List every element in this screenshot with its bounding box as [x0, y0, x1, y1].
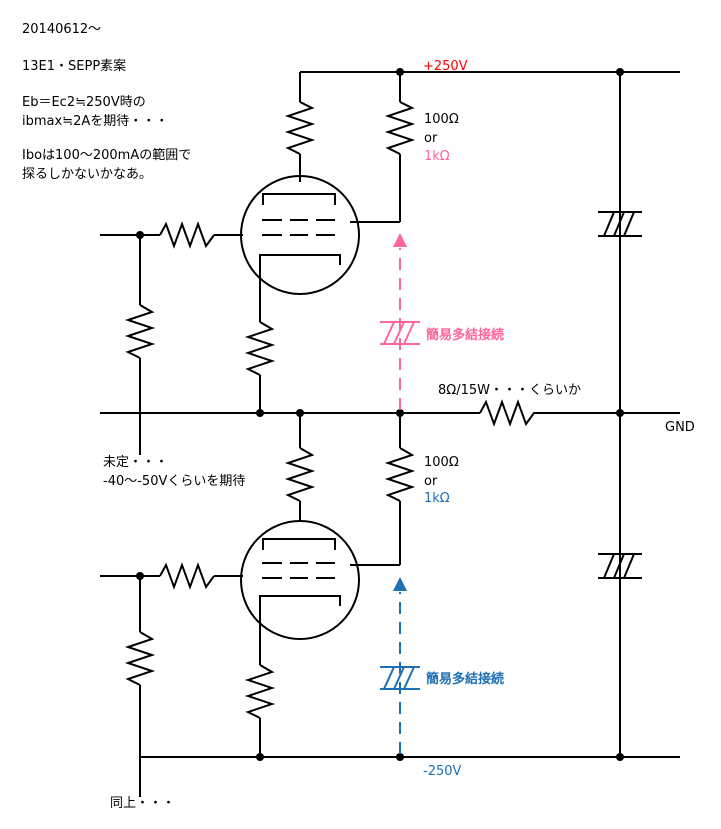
- upper-res-alt: 1kΩ: [424, 149, 450, 164]
- lower-screen-resistor: [384, 447, 416, 502]
- lower-connection-label: 簡易多結接続: [425, 671, 504, 687]
- upper-cathode-resistor: [244, 321, 276, 376]
- lower-res-value: 100Ω: [424, 455, 459, 470]
- upper-tube-cathode: [259, 254, 341, 270]
- bias-same-note: 同上・・・: [110, 796, 175, 811]
- load-label: 8Ω/15W・・・くらいか: [438, 383, 581, 398]
- lower-tube-plate: [262, 538, 336, 550]
- lower-res-or: or: [424, 474, 438, 489]
- note-date: 20140612～: [22, 22, 101, 37]
- gnd-label: GND: [665, 420, 695, 435]
- load-resistor: [479, 399, 540, 427]
- bias-note-2: -40～-50Vくらいを期待: [103, 474, 245, 489]
- note-line-2: ibmax≒2Aを期待・・・: [22, 114, 168, 129]
- upper-screen-resistor: [384, 101, 416, 155]
- upper-connection-arrow: [380, 248, 420, 410]
- upper-connection-symbol: [380, 321, 420, 345]
- upper-res-or: or: [424, 131, 438, 146]
- upper-supply-symbol: [598, 211, 642, 237]
- lower-tube-envelope: [240, 520, 360, 640]
- note-line-3: Iboは100～200mAの範囲で: [22, 148, 191, 163]
- upper-tube-plate: [262, 193, 336, 205]
- lower-arrow-head: [393, 577, 407, 591]
- lower-connection-arrow: [380, 592, 420, 754]
- upper-grid-resistor: [159, 221, 215, 249]
- upper-bias-resistor: [124, 304, 156, 359]
- lower-grid-resistor: [159, 562, 215, 590]
- bias-note-1: 未定・・・: [103, 455, 168, 470]
- minus-rail-label: -250V: [423, 764, 462, 779]
- upper-tube-envelope: [240, 175, 360, 295]
- lower-cathode-resistor: [244, 664, 276, 719]
- lower-connection-symbol: [380, 666, 420, 690]
- plus-rail-label: +250V: [423, 59, 468, 74]
- upper-plate-resistor: [284, 101, 316, 155]
- note-line-1: Eb＝Ec2≒250V時の: [22, 95, 146, 110]
- lower-bias-resistor: [124, 631, 156, 686]
- note-title: 13E1・SEPP素案: [22, 59, 126, 74]
- junction-dots: [136, 68, 624, 761]
- upper-connection-label: 簡易多結接続: [425, 327, 504, 343]
- upper-arrow-head: [393, 233, 407, 247]
- upper-res-value: 100Ω: [424, 112, 459, 127]
- note-line-4: 探るしかないかなあ。: [22, 167, 152, 182]
- lower-plate-resistor: [284, 447, 316, 502]
- lower-supply-symbol: [598, 553, 642, 579]
- lower-res-alt: 1kΩ: [424, 491, 450, 506]
- lower-tube-cathode: [259, 595, 341, 612]
